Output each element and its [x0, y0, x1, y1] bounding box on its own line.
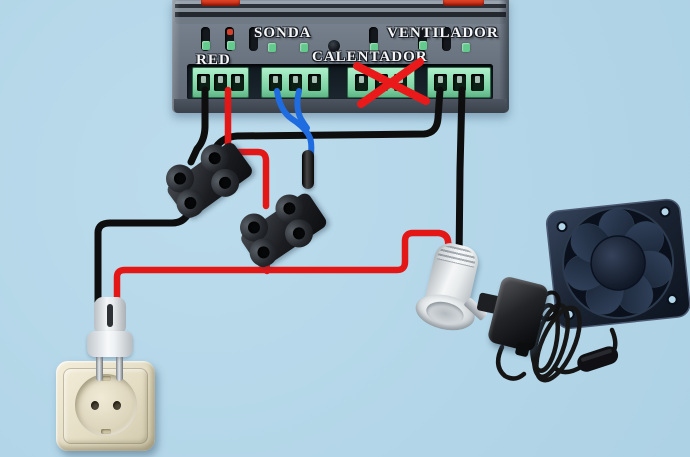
vent-slot	[201, 27, 210, 51]
terminals-sonda	[261, 67, 329, 98]
socket-recess	[75, 374, 137, 436]
led-green	[370, 43, 378, 52]
inline-socket-recess	[423, 298, 466, 329]
temperature-probe	[302, 150, 314, 189]
led-green	[419, 41, 427, 50]
terminal-hole	[288, 74, 302, 91]
wire-black-ventilador-to-block1	[205, 86, 444, 164]
label-red: RED	[196, 52, 231, 68]
terminal-hole	[268, 74, 282, 91]
vent-slot	[418, 27, 427, 51]
wire-red-plug-to-inline-socket	[113, 229, 454, 312]
terminal-hole	[214, 74, 227, 91]
mounting-hole	[556, 221, 568, 233]
controller-red-part-left	[201, 0, 240, 6]
heater-cross-stroke-2	[357, 58, 424, 108]
adapter-cable-exit	[514, 341, 531, 358]
adapter-cable	[495, 344, 527, 381]
fan-hub	[590, 235, 646, 291]
led-green	[227, 41, 235, 50]
controller-red-part-right	[443, 0, 484, 6]
terminal-hole	[197, 74, 210, 91]
wire-black-block1-to-plug	[94, 208, 193, 316]
cable-coil	[534, 305, 582, 383]
fan-frame	[545, 198, 690, 330]
vent-slot	[249, 27, 258, 51]
socket-pin-hole	[113, 401, 121, 410]
vent-slot	[369, 27, 378, 45]
plug-pin	[116, 354, 123, 381]
ac-power-adapter	[476, 275, 570, 364]
terminal-hole	[231, 74, 244, 91]
led-red	[227, 29, 233, 35]
led-green	[268, 43, 276, 52]
socket-pin-hole	[91, 401, 99, 410]
wire-blue-probe-b	[294, 88, 310, 131]
ground-clip	[101, 429, 111, 434]
controller-right-edge	[499, 0, 509, 113]
case-fan	[545, 198, 690, 330]
controller-top-grooves	[175, 1, 506, 24]
label-sonda: SONDA	[254, 25, 312, 41]
ferrite-bead	[577, 346, 619, 372]
plug-skirt	[87, 331, 133, 357]
vent-slot	[225, 27, 234, 51]
terminal-hole	[433, 74, 447, 91]
led-green	[462, 43, 470, 52]
led-green	[202, 41, 210, 50]
label-ventilador: VENTILADOR	[387, 25, 499, 41]
vent-slot	[442, 27, 451, 51]
ground-clip	[101, 376, 111, 381]
plug-pin	[96, 354, 103, 381]
wire-black-red-terminal-to-block1	[187, 86, 209, 166]
mounting-hole	[659, 206, 671, 218]
mains-plug	[85, 297, 135, 383]
wire-black-ventilador-to-inline-socket	[455, 86, 466, 266]
terminal-hole	[354, 74, 368, 91]
controller-left-edge	[172, 0, 180, 113]
terminal-hole	[308, 74, 322, 91]
terminal-hole	[471, 74, 485, 91]
mounting-hole	[666, 294, 678, 306]
label-calentador: CALENTADOR	[312, 49, 428, 65]
adapter-body	[486, 275, 550, 353]
led-green	[300, 43, 308, 52]
screw-hole	[328, 40, 340, 52]
wall-socket	[56, 361, 155, 451]
plug-cable-slot	[107, 304, 113, 327]
